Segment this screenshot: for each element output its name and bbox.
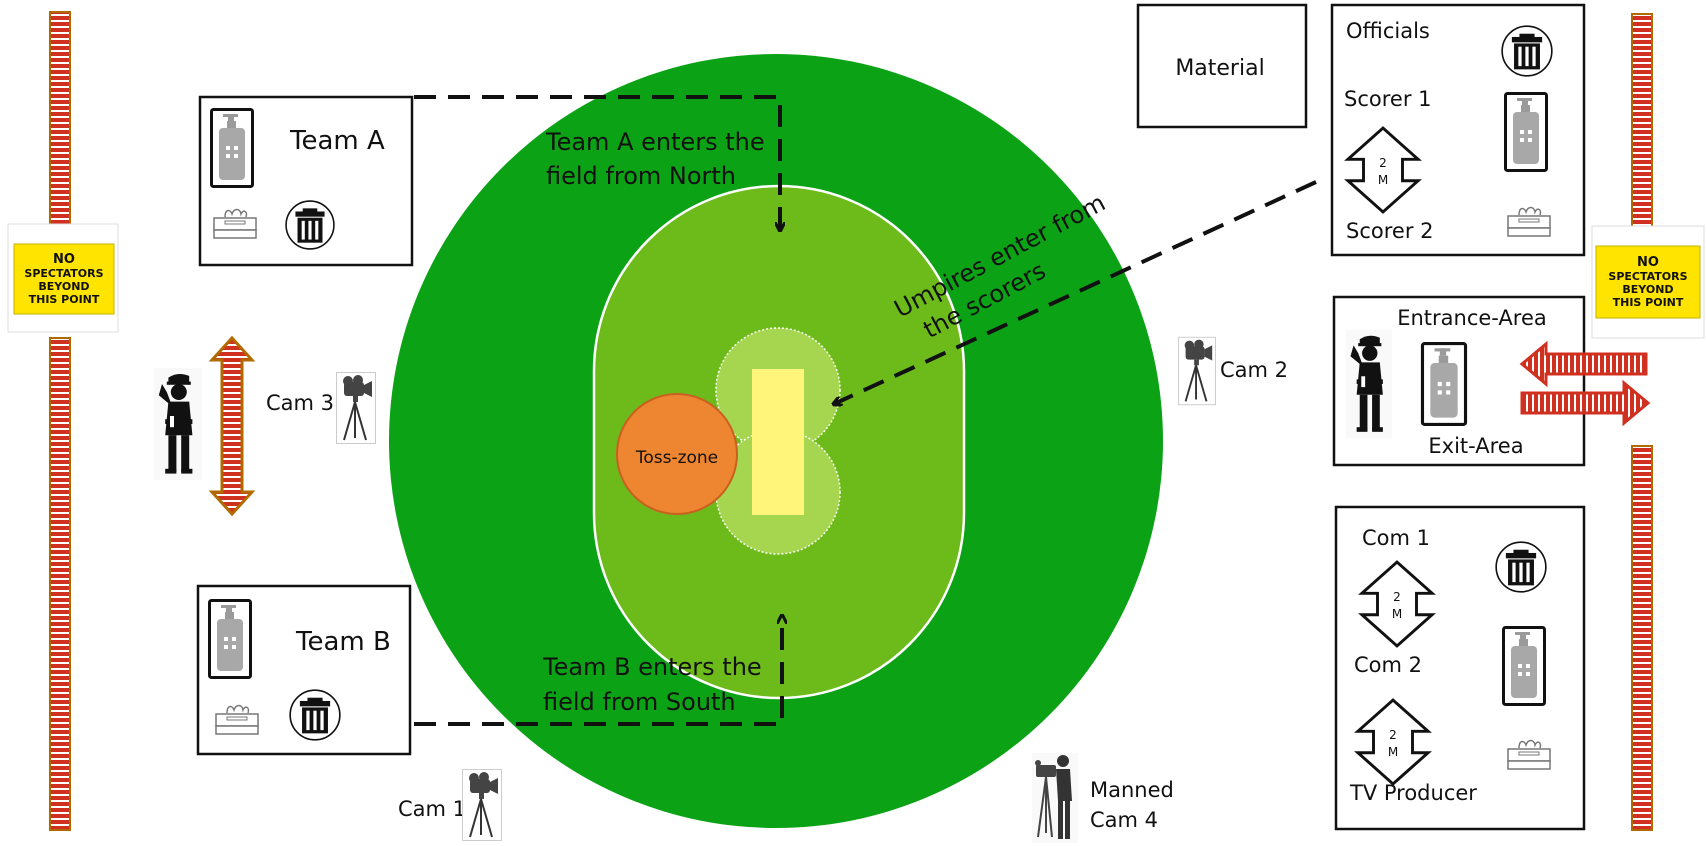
entrance-area-label: Entrance-Area xyxy=(1397,306,1547,330)
svg-text:2: 2 xyxy=(1393,590,1401,604)
sign-line-1: NO xyxy=(53,252,75,267)
material-label: Material xyxy=(1175,56,1264,81)
commentary-box: Com 1 2 M Com 2 2 M TV Producer xyxy=(1334,505,1586,831)
police-officer-icon xyxy=(154,368,202,480)
com-1-label: Com 1 xyxy=(1362,526,1430,550)
officials-box: Officials Scorer 1 2 M Scorer 2 xyxy=(1330,3,1586,257)
camera-tripod-icon xyxy=(336,372,376,444)
barrier-right-top xyxy=(1631,13,1653,229)
sanitizer-icon xyxy=(1420,342,1468,426)
scorer-2-label: Scorer 2 xyxy=(1346,219,1434,243)
police-officer-icon xyxy=(1345,330,1393,438)
sign-line-2: SPECTATORS xyxy=(24,267,103,280)
team-b-path xyxy=(414,616,782,726)
sign-line-3: BEYOND xyxy=(1622,283,1673,296)
team-a-label: Team A xyxy=(289,126,385,156)
scorer-1-label: Scorer 1 xyxy=(1344,87,1432,111)
sign-line-2: SPECTATORS xyxy=(1608,270,1687,283)
camera-tripod-icon xyxy=(1178,336,1216,406)
svg-text:M: M xyxy=(1392,607,1402,621)
barrier-left-top xyxy=(49,11,71,227)
double-arrow-icon xyxy=(208,335,256,517)
team-b-box: Team B xyxy=(196,584,412,756)
sign-line-3: BEYOND xyxy=(38,280,89,293)
distance-2m-icon: 2 M xyxy=(1346,126,1420,214)
sign-line-4: THIS POINT xyxy=(29,293,100,306)
toss-zone xyxy=(616,393,738,515)
trash-bin-icon xyxy=(1495,541,1547,593)
sanitizer-icon xyxy=(1504,92,1548,172)
team-b-entry-line-1: Team B enters the xyxy=(542,653,762,681)
cam-1-label: Cam 1 xyxy=(398,797,466,821)
trash-bin-icon xyxy=(289,689,341,741)
trash-bin-icon xyxy=(1501,25,1553,77)
team-a-entry-line-1: Team A enters the xyxy=(545,128,765,156)
cameraman-icon xyxy=(1032,752,1078,844)
material-box: Material xyxy=(1136,3,1308,129)
cam-3-label: Cam 3 xyxy=(266,391,334,415)
camera-tripod-icon xyxy=(462,768,502,842)
tv-producer-label: TV Producer xyxy=(1349,781,1477,805)
cam-2-label: Cam 2 xyxy=(1220,358,1288,382)
umpires-path xyxy=(834,180,1317,404)
team-a-entry-line-2: field from North xyxy=(546,162,736,190)
barrier-right-bottom xyxy=(1631,445,1653,831)
svg-text:2: 2 xyxy=(1389,728,1397,742)
officials-label: Officials xyxy=(1346,19,1430,43)
team-a-box: Team A xyxy=(198,95,414,267)
distance-2m-icon: 2 M xyxy=(1360,560,1434,648)
sanitizer-icon xyxy=(208,598,252,680)
distance-2m-icon: 2 M xyxy=(1356,698,1430,786)
entrance-arrow-icon xyxy=(1519,340,1648,388)
svg-text:M: M xyxy=(1388,745,1398,759)
cam-4-line-2: Cam 4 xyxy=(1090,808,1158,832)
sign-line-1: NO xyxy=(1637,255,1659,270)
sign-line-4: THIS POINT xyxy=(1613,296,1684,309)
no-spectators-sign-left: NO SPECTATORS BEYOND THIS POINT xyxy=(7,223,119,333)
sanitizer-icon xyxy=(210,108,254,188)
exit-arrow-icon xyxy=(1520,379,1651,427)
cam-4-line-1: Manned xyxy=(1090,778,1174,802)
team-b-label: Team B xyxy=(295,627,391,657)
toss-zone-label: Toss-zone xyxy=(635,448,718,468)
trash-bin-icon xyxy=(285,200,335,250)
sanitizer-icon xyxy=(1502,626,1546,706)
barrier-left-bottom xyxy=(49,337,71,831)
team-a-path xyxy=(414,95,780,230)
exit-area-label: Exit-Area xyxy=(1428,434,1523,458)
team-b-entry-line-2: field from South xyxy=(543,688,736,716)
no-spectators-sign-right: NO SPECTATORS BEYOND THIS POINT xyxy=(1591,225,1705,339)
svg-text:2: 2 xyxy=(1379,156,1387,170)
pitch xyxy=(752,369,804,515)
svg-text:M: M xyxy=(1378,173,1388,187)
com-2-label: Com 2 xyxy=(1354,653,1422,677)
